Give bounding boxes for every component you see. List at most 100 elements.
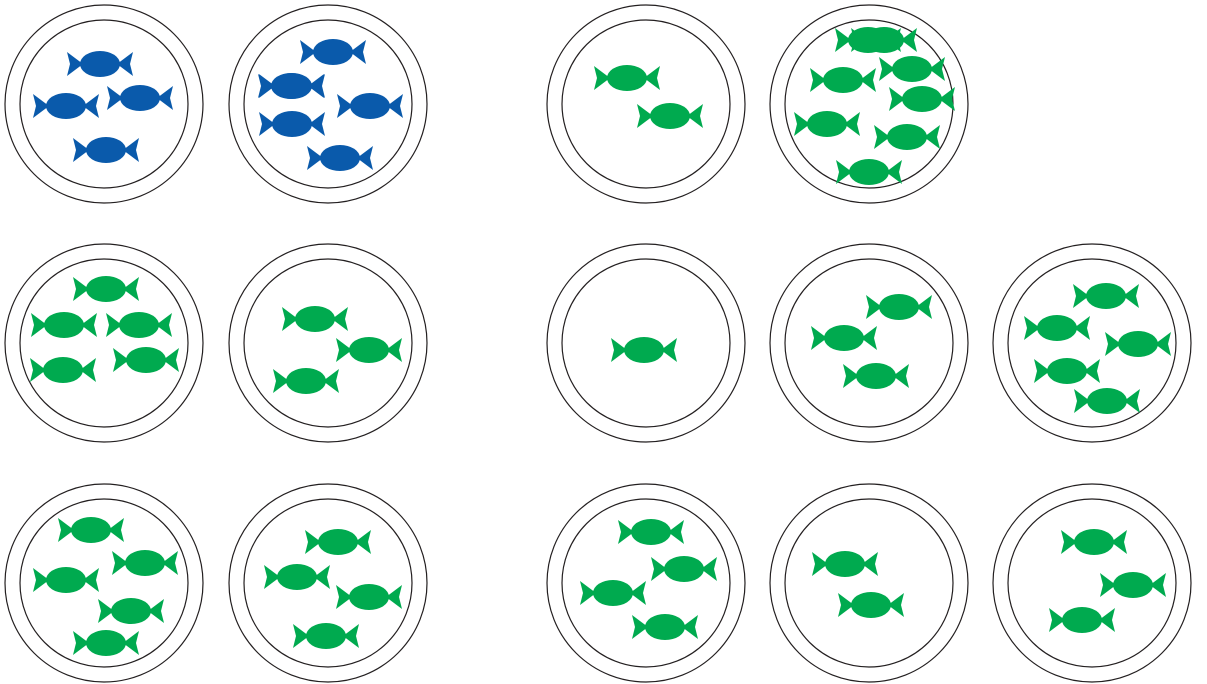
plate-inner-rim <box>561 258 731 428</box>
plate-group-3 <box>4 243 428 443</box>
plate-icon <box>546 4 746 204</box>
plate-inner-rim <box>243 498 413 668</box>
wrapped-candy-icon <box>31 312 97 338</box>
plate-group-5 <box>4 483 428 683</box>
plate-inner-rim <box>243 19 413 189</box>
wrapped-candy-icon <box>1100 572 1166 598</box>
plate-rim <box>769 483 969 683</box>
plate-rim <box>228 243 428 443</box>
wrapped-candy-icon <box>843 363 909 389</box>
plate-inner-rim <box>784 258 954 428</box>
wrapped-candy-icon <box>33 93 99 119</box>
wrapped-candy-icon <box>305 529 371 555</box>
wrapped-candy-icon <box>336 337 402 363</box>
plate-rim <box>4 483 204 683</box>
wrapped-candy-icon <box>282 306 348 332</box>
wrapped-candy-icon <box>300 39 366 65</box>
plate-inner-rim <box>561 498 731 668</box>
wrapped-candy-icon <box>879 56 945 82</box>
plate-icon <box>4 243 204 443</box>
plate-icon <box>769 4 969 204</box>
plate-rim <box>4 4 204 204</box>
wrapped-candy-icon <box>1024 315 1090 341</box>
plate-inner-rim <box>1007 258 1177 428</box>
wrapped-candy-icon <box>874 124 940 150</box>
wrapped-candy-icon <box>1049 607 1115 633</box>
plate-icon <box>546 483 746 683</box>
wrapped-candy-icon <box>58 517 124 543</box>
wrapped-candy-icon <box>73 137 139 163</box>
wrapped-candy-icon <box>73 630 139 656</box>
plate-rim <box>546 243 746 443</box>
wrapped-candy-icon <box>1074 388 1140 414</box>
wrapped-candy-icon <box>632 614 698 640</box>
wrapped-candy-icon <box>337 93 403 119</box>
wrapped-candy-icon <box>618 519 684 545</box>
plate-rim <box>769 4 969 204</box>
plate-icon <box>769 483 969 683</box>
plate-rim <box>228 4 428 204</box>
wrapped-candy-icon <box>580 580 646 606</box>
plate-inner-rim <box>19 498 189 668</box>
wrapped-candy-icon <box>794 111 860 137</box>
plate-icon <box>992 243 1192 443</box>
plate-inner-rim <box>561 19 731 189</box>
wrapped-candy-icon <box>73 276 139 302</box>
wrapped-candy-icon <box>812 551 878 577</box>
plate-rim <box>992 243 1192 443</box>
plate-icon <box>228 4 428 204</box>
wrapped-candy-icon <box>30 357 96 383</box>
plate-icon <box>992 483 1192 683</box>
wrapped-candy-icon <box>866 294 932 320</box>
plate-inner-rim <box>784 498 954 668</box>
wrapped-candy-icon <box>307 145 373 171</box>
plate-icon <box>546 243 746 443</box>
wrapped-candy-icon <box>264 564 330 590</box>
plate-icon <box>228 243 428 443</box>
wrapped-candy-icon <box>336 584 402 610</box>
wrapped-candy-icon <box>98 598 164 624</box>
plate-inner-rim <box>19 258 189 428</box>
plate-group-4 <box>546 243 1192 443</box>
wrapped-candy-icon <box>637 103 703 129</box>
wrapped-candy-icon <box>810 67 876 93</box>
plate-inner-rim <box>243 258 413 428</box>
plate-group-6 <box>546 483 1192 683</box>
wrapped-candy-icon <box>33 567 99 593</box>
wrapped-candy-icon <box>889 86 955 112</box>
plate-group-2 <box>546 4 969 204</box>
wrapped-candy-icon <box>651 556 717 582</box>
plate-rim <box>228 483 428 683</box>
plate-rim <box>546 4 746 204</box>
plate-rim <box>769 243 969 443</box>
plate-inner-rim <box>19 19 189 189</box>
wrapped-candy-icon <box>112 550 178 576</box>
wrapped-candy-icon <box>259 73 325 99</box>
wrapped-candy-icon <box>836 159 902 185</box>
plate-group-1 <box>4 4 428 204</box>
plate-inner-rim <box>1007 498 1177 668</box>
wrapped-candy-icon <box>293 623 359 649</box>
wrapped-candy-icon <box>67 51 133 77</box>
plate-icon <box>769 243 969 443</box>
plate-icon <box>4 483 204 683</box>
wrapped-candy-icon <box>259 111 325 137</box>
plate-rim <box>992 483 1192 683</box>
wrapped-candy-icon <box>594 65 660 91</box>
wrapped-candy-icon <box>1061 529 1127 555</box>
wrapped-candy-icon <box>107 85 173 111</box>
wrapped-candy-icon <box>1034 358 1100 384</box>
plate-icon <box>228 483 428 683</box>
wrapped-candy-icon <box>113 347 179 373</box>
wrapped-candy-icon <box>611 337 677 363</box>
wrapped-candy-icon <box>811 325 877 351</box>
plate-icon <box>4 4 204 204</box>
wrapped-candy-icon <box>1073 283 1139 309</box>
wrapped-candy-icon <box>838 592 904 618</box>
wrapped-candy-icon <box>106 312 172 338</box>
plate-rim <box>546 483 746 683</box>
wrapped-candy-icon <box>273 368 339 394</box>
plate-rim <box>4 243 204 443</box>
wrapped-candy-icon <box>1105 331 1171 357</box>
